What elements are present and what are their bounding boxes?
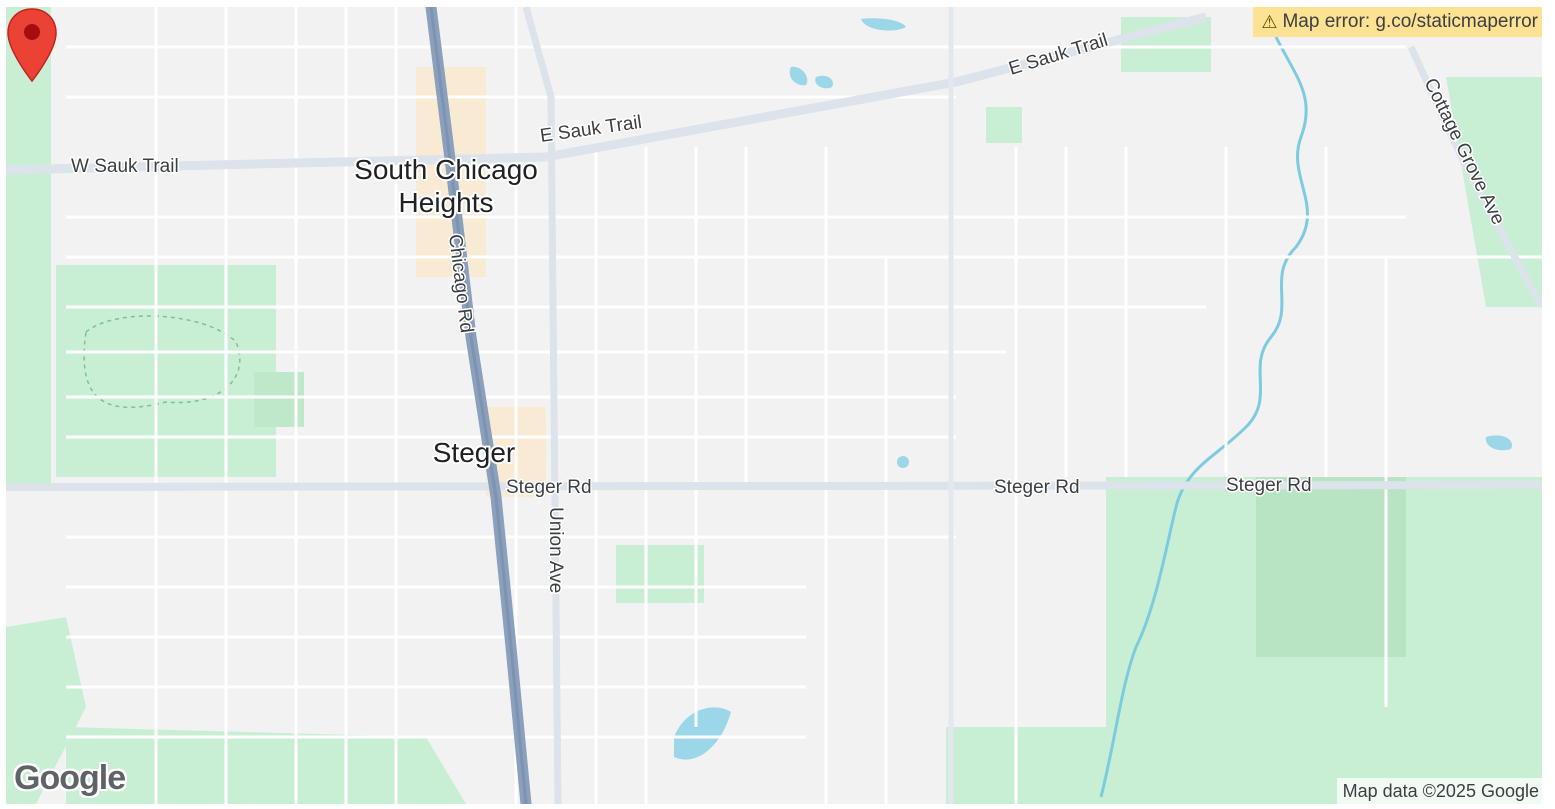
road-cottage-grove bbox=[1407, 45, 1542, 309]
water-pond-6 bbox=[897, 456, 909, 468]
label-city-south-chicago-line2: Heights bbox=[399, 187, 494, 218]
park-east-north bbox=[1446, 77, 1542, 307]
label-steger-rd-3: Steger Rd bbox=[1226, 475, 1312, 496]
map-error-banner: ⚠ Map error: g.co/staticmaperror bbox=[1253, 7, 1542, 37]
water-pond-3 bbox=[815, 75, 833, 89]
park-south-east-strip bbox=[946, 727, 1106, 804]
park-forest-preserve bbox=[56, 265, 276, 477]
park-small-3 bbox=[986, 107, 1022, 143]
road-union-ave bbox=[522, 7, 562, 804]
water-pond-2 bbox=[789, 66, 808, 86]
road-e-sauk-trail bbox=[545, 12, 1208, 162]
road-w-sauk-trail bbox=[6, 152, 547, 175]
park-southwest bbox=[6, 617, 86, 804]
map-attribution: Map data ©2025 Google bbox=[1336, 778, 1542, 804]
street-grid bbox=[66, 7, 1542, 804]
park-west bbox=[6, 7, 51, 487]
park-dashed-trail bbox=[83, 315, 241, 409]
water-pond-4 bbox=[674, 707, 731, 760]
warning-icon: ⚠ bbox=[1261, 12, 1278, 32]
park-south bbox=[66, 727, 466, 804]
park-small-2 bbox=[616, 545, 704, 603]
label-steger-rd-1: Steger Rd bbox=[506, 477, 592, 498]
label-e-sauk-trail-2: E Sauk Trail bbox=[1006, 30, 1110, 80]
map-error-text: Map error: g.co/staticmaperror bbox=[1282, 11, 1538, 32]
water-pond-1 bbox=[861, 18, 906, 31]
park-land-east-gap bbox=[1256, 477, 1406, 657]
label-city-steger: Steger bbox=[433, 437, 516, 468]
google-logo: Google bbox=[14, 759, 126, 797]
road-steger-rd bbox=[6, 481, 1542, 491]
label-union-ave: Union Ave bbox=[545, 507, 566, 593]
label-city-south-chicago-line1: South Chicago bbox=[354, 154, 538, 185]
label-w-sauk-trail: W Sauk Trail bbox=[71, 156, 179, 177]
water-pond-5 bbox=[1485, 435, 1512, 451]
water-creek bbox=[1099, 36, 1309, 798]
map-pin-icon[interactable] bbox=[6, 7, 58, 83]
label-steger-rd-2: Steger Rd bbox=[994, 477, 1080, 498]
map-graphics: W Sauk Trail E Sauk Trail E Sauk Trail C… bbox=[6, 7, 1542, 804]
map-canvas[interactable]: W Sauk Trail E Sauk Trail E Sauk Trail C… bbox=[6, 7, 1542, 804]
